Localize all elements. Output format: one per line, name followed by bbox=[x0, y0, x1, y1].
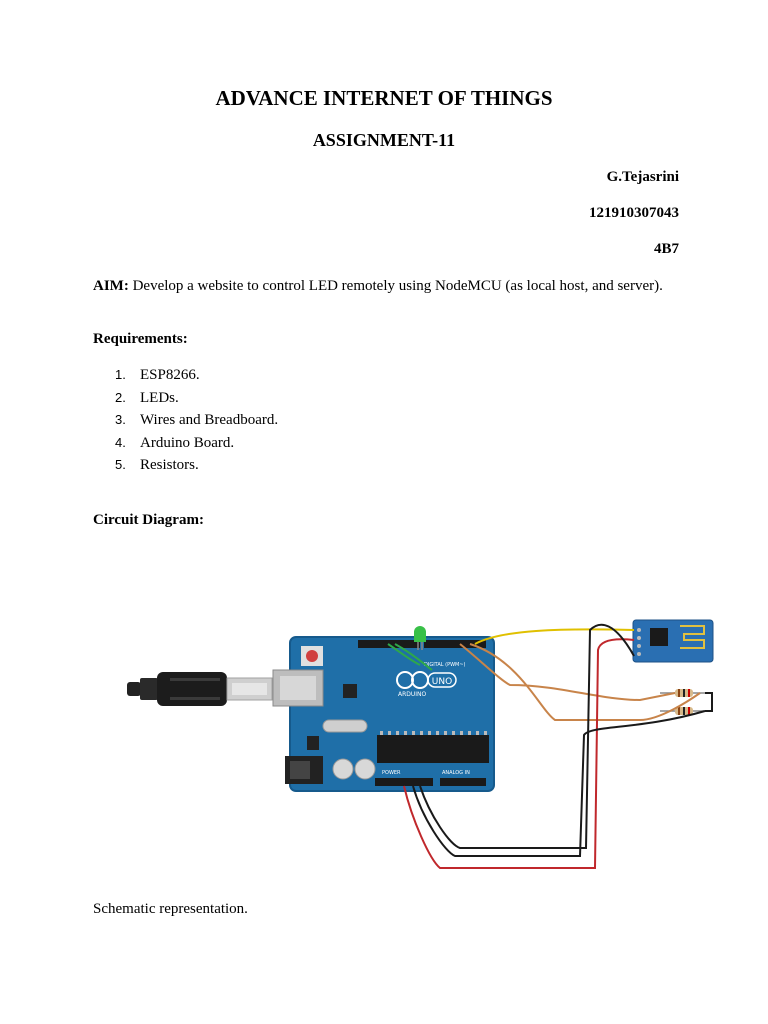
digital-pins-label: DIGITAL (PWM~) bbox=[424, 662, 466, 668]
list-item-text: Wires and Breadboard. bbox=[140, 412, 279, 428]
green-led bbox=[414, 626, 426, 650]
document-title: ADVANCE INTERNET OF THINGS bbox=[215, 86, 553, 110]
roll-number: 121910307043 bbox=[589, 205, 679, 221]
list-item-text: Arduino Board. bbox=[140, 434, 235, 451]
list-item-text: Resistors. bbox=[140, 457, 199, 473]
assignment-title: ASSIGNMENT-11 bbox=[312, 130, 456, 150]
power-pins-label: POWER bbox=[382, 770, 401, 776]
aim-text: Develop a website to control LED remotel… bbox=[128, 278, 663, 294]
list-item-number: 5. bbox=[115, 457, 126, 472]
analog-pins-label: ANALOG IN bbox=[442, 770, 470, 776]
circuit-diagram-heading: Circuit Diagram: bbox=[93, 512, 204, 528]
author-name: G.Tejasrini bbox=[606, 169, 679, 185]
board-brand-label: ARDUINO bbox=[398, 691, 427, 698]
list-item-text: LEDs. bbox=[140, 389, 179, 406]
arduino-board: UNO ARDUINO DIGITAL (PWM~) POWER ANALOG … bbox=[272, 636, 495, 792]
list-item: 3. Wires and Breadboard. bbox=[93, 409, 278, 432]
list-item: 4. Arduino Board. bbox=[93, 432, 278, 455]
list-item: 1. ESP8266. bbox=[93, 364, 278, 387]
aim-paragraph: AIM: Develop a website to control LED re… bbox=[93, 276, 683, 296]
requirements-heading: Requirements: bbox=[93, 331, 188, 347]
schematic-caption: Schematic representation. bbox=[93, 901, 248, 917]
section-code: 4B7 bbox=[653, 241, 679, 257]
esp8266-module bbox=[632, 619, 714, 663]
circuit-diagram: UNO ARDUINO DIGITAL (PWM~) POWER ANALOG … bbox=[127, 619, 714, 869]
list-item-text: ESP8266. bbox=[140, 367, 200, 383]
list-item-number: 3. bbox=[115, 412, 126, 427]
list-item-number: 1. bbox=[115, 367, 126, 382]
list-item: 2. LEDs. bbox=[93, 387, 278, 410]
list-item-number: 2. bbox=[115, 389, 126, 405]
resistor-1 bbox=[660, 689, 705, 697]
wires bbox=[387, 623, 713, 869]
resistor-2 bbox=[660, 707, 705, 715]
requirements-list: 1. ESP8266. 2. LEDs. 3. Wires and Breadboar… bbox=[93, 364, 278, 477]
usb-cable bbox=[127, 672, 273, 706]
board-model-label: UNO bbox=[432, 677, 452, 687]
list-item-number: 4. bbox=[115, 434, 126, 450]
list-item: 5. Resistors. bbox=[93, 454, 278, 477]
aim-label: AIM: bbox=[93, 278, 129, 294]
